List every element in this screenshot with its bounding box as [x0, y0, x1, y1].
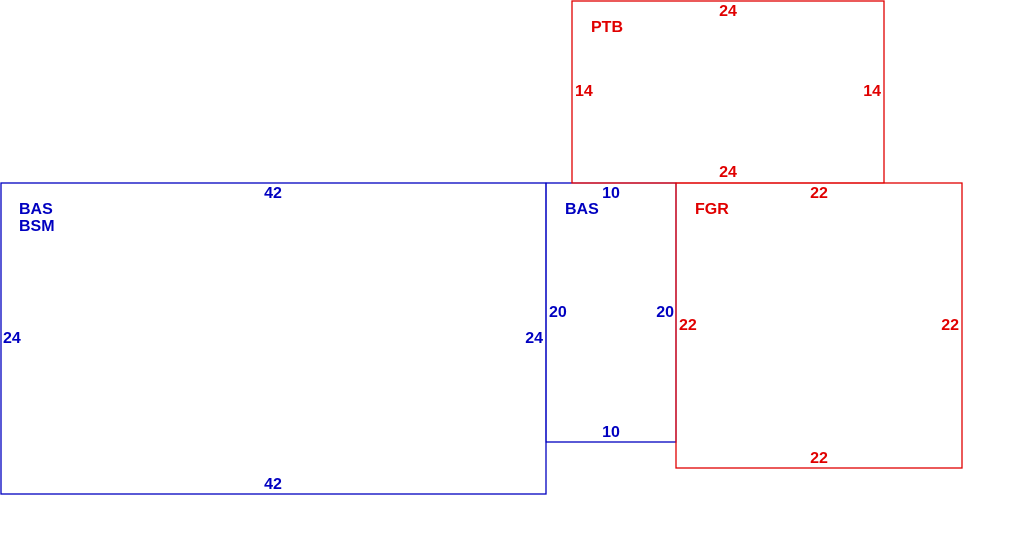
dimension-top: 22: [810, 185, 828, 202]
dimension-right: 24: [525, 330, 543, 347]
section-fgr: FGR 22 22 22 22: [675, 182, 963, 469]
dimension-left: 22: [679, 317, 697, 334]
section-outline: [675, 182, 963, 469]
dimension-top: 24: [719, 3, 737, 20]
section-bas-small: BAS 10 10 20 20: [545, 182, 677, 443]
dimension-left: 24: [3, 330, 21, 347]
dimension-right: 20: [656, 304, 674, 321]
area-code-bsm: BSM: [19, 218, 55, 235]
area-code-bas: BAS: [565, 201, 599, 218]
dimension-right: 14: [863, 83, 881, 100]
dimension-top: 10: [602, 185, 620, 202]
dimension-left: 20: [549, 304, 567, 321]
dimension-left: 14: [575, 83, 593, 100]
dimension-bottom: 22: [810, 450, 828, 467]
dimension-right: 22: [941, 317, 959, 334]
dimension-top: 42: [264, 185, 282, 202]
section-main: BAS BSM 42 42 24 24: [0, 182, 547, 495]
dimension-bottom: 42: [264, 476, 282, 493]
area-code-fgr: FGR: [695, 201, 729, 218]
area-code-bas: BAS: [19, 201, 53, 218]
section-outline: [0, 182, 547, 495]
dimension-bottom: 10: [602, 424, 620, 441]
section-ptb: PTB 24 24 14 14: [571, 0, 885, 184]
dimension-bottom: 24: [719, 164, 737, 181]
area-code-ptb: PTB: [591, 19, 623, 36]
